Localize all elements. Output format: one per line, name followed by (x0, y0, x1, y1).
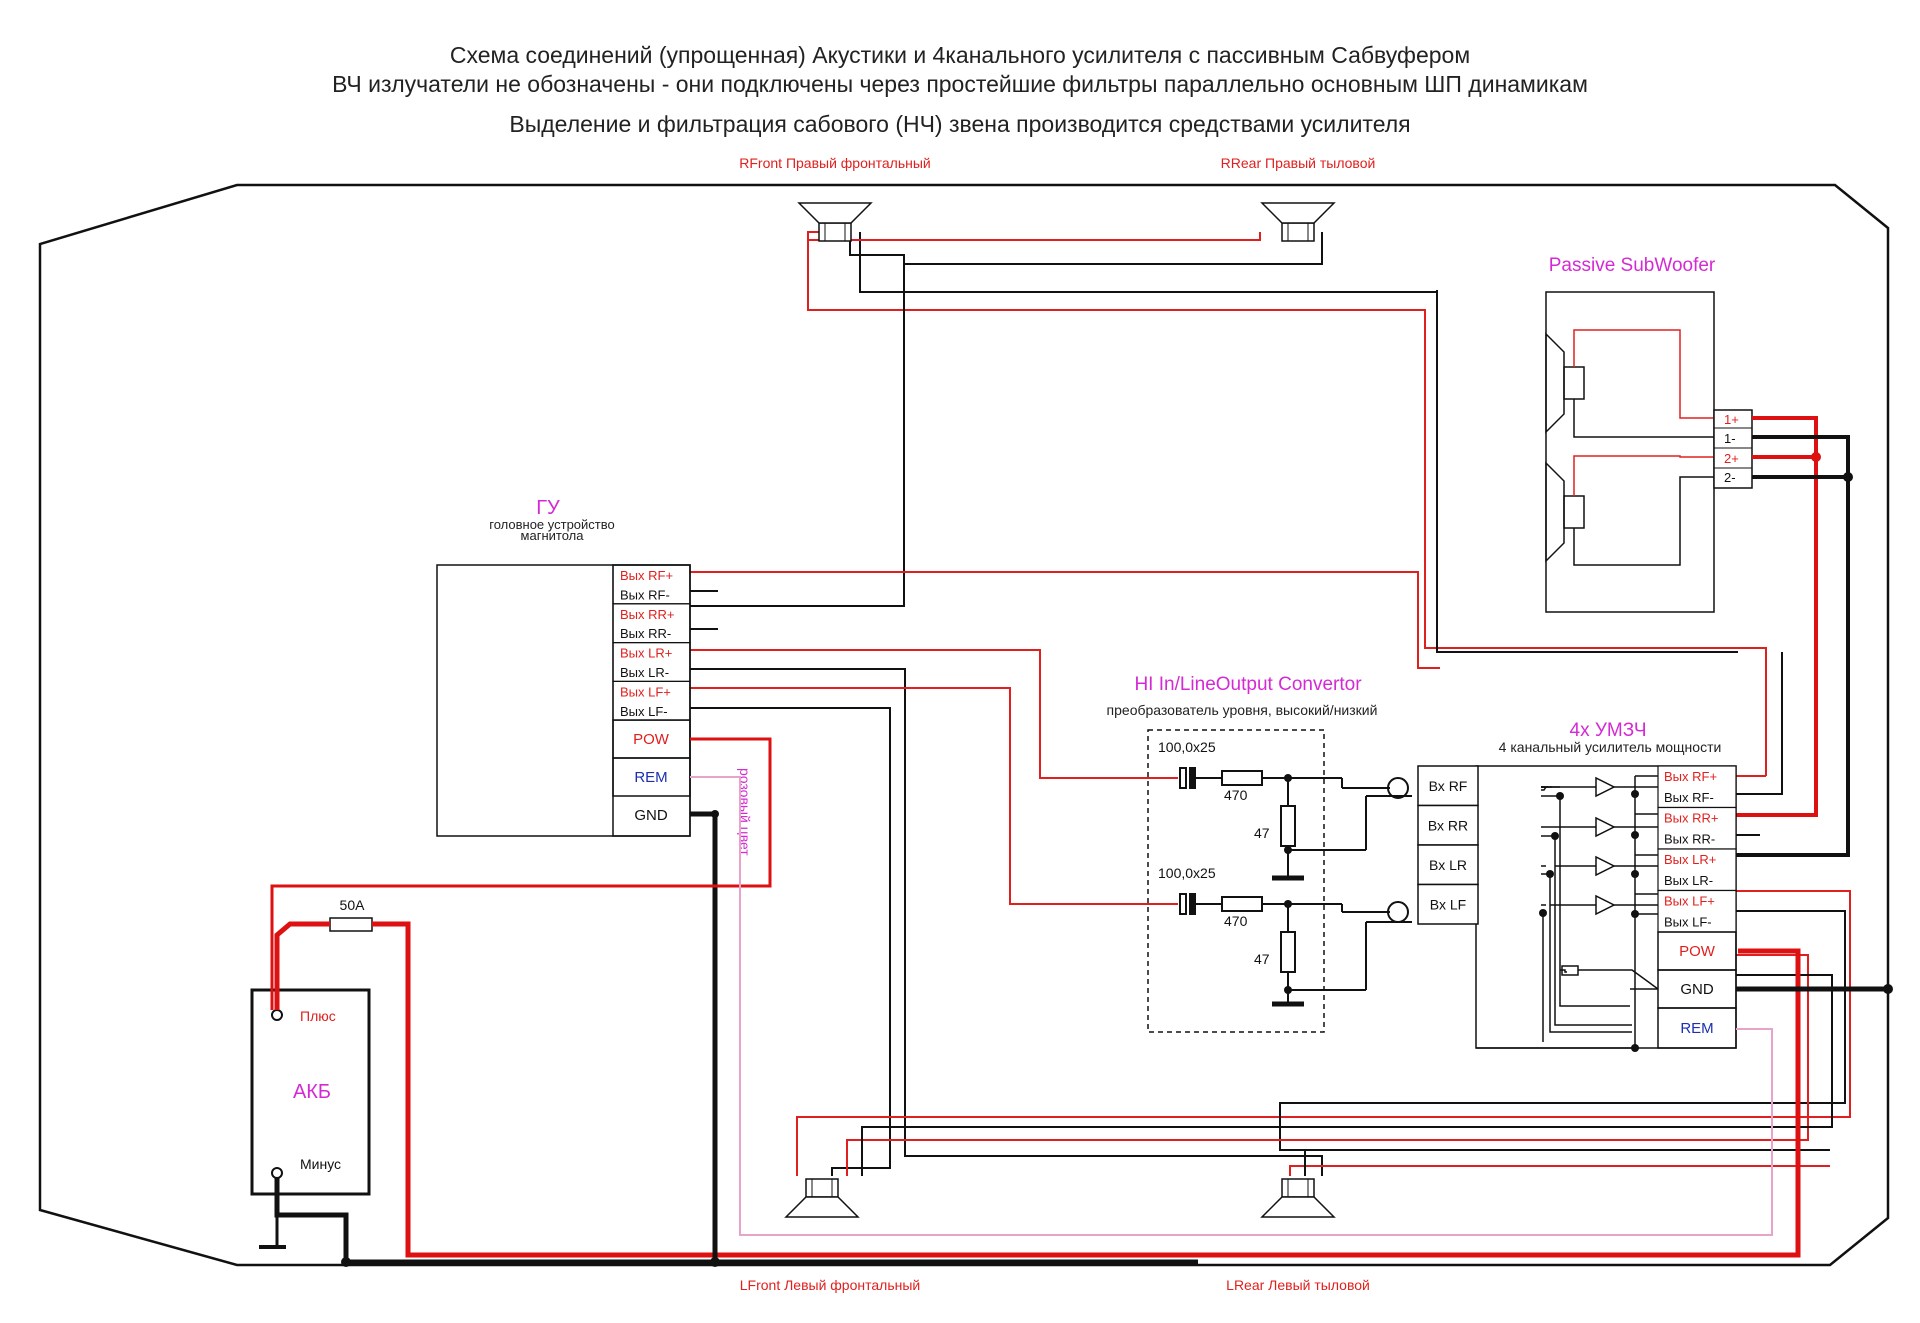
head-unit-output-label: Вых LR+ (620, 646, 672, 661)
sub-terminal-2plus: 2+ (1724, 451, 1739, 466)
fuse-label: 50A (340, 897, 366, 913)
amplifier-rem: REM (1680, 1020, 1713, 1037)
amplifier-input-label: Вх LF (1430, 897, 1466, 913)
amplifier-output-label: Вых RR- (1664, 831, 1715, 846)
amplifier-title: 4x УМЗЧ (1570, 720, 1647, 741)
amplifier-input-label: Вх RF (1429, 778, 1468, 794)
speaker-rrear-label: RRear Правый тыловой (1221, 155, 1376, 171)
subwoofer-title: Passive SubWoofer (1549, 255, 1716, 276)
speaker-lfront-label: LFront Левый фронтальный (740, 1277, 920, 1293)
speaker-lrear-label: LRear Левый тыловой (1226, 1277, 1370, 1293)
head-unit-pow: POW (633, 731, 670, 748)
amplifier-output-pair (1657, 889, 1737, 933)
head-unit: ГУ головное устройство магнитола Вых RF+… (436, 497, 753, 856)
head-unit-output-label: Вых RR+ (620, 607, 675, 622)
converter-r1-label: 470 (1224, 787, 1248, 803)
amplifier-gnd: GND (1680, 981, 1714, 998)
converter-subtitle: преобразователь уровня, высокий/низкий (1107, 702, 1378, 718)
amplifier-input-label: Вх RR (1428, 818, 1468, 834)
converter-cap1-label: 100,0x25 (1158, 739, 1216, 755)
converter-cap2-label: 100,0x25 (1158, 865, 1216, 881)
head-unit-rem: REM (634, 769, 667, 786)
converter-r4-label: 47 (1254, 951, 1270, 967)
battery: Плюс Минус АКБ (250, 988, 371, 1196)
converter-title: HI In/LineOutput Convertor (1134, 674, 1362, 695)
amplifier-output-label: Вых RF- (1664, 790, 1714, 805)
head-unit-output-label: Вых LR- (620, 665, 669, 680)
amplifier-output-pair (1657, 806, 1737, 850)
speaker-rfront: RFront Правый фронтальный (739, 155, 931, 242)
amplifier-output-label: Вых RR+ (1664, 811, 1719, 826)
speaker-rrear: RRear Правый тыловой (1221, 155, 1376, 242)
amplifier-input-label: Вх LR (1429, 857, 1467, 873)
battery-minus-label: Минус (300, 1156, 341, 1172)
head-unit-output-label: Вых LF- (620, 704, 668, 719)
fuse: 50A (329, 897, 373, 932)
head-unit-output-label: Вых RF- (620, 587, 670, 602)
head-unit-gnd: GND (634, 807, 668, 824)
sub-terminal-1plus: 1+ (1724, 412, 1739, 427)
diagram-title-line3: Выделение и фильтрация сабового (НЧ) зве… (509, 111, 1411, 137)
amplifier: 4x УМЗЧ 4 канальный усилитель мощности В… (1417, 720, 1737, 1052)
speaker-rfront-label: RFront Правый фронтальный (739, 155, 930, 171)
speaker-lfront: LFront Левый фронтальный (740, 1178, 920, 1293)
power-wires (274, 811, 1888, 1265)
diagram-title-line1: Схема соединений (упрощенная) Акустики и… (449, 42, 1471, 68)
car-body-outline (38, 183, 1890, 1267)
head-unit-title: ГУ (536, 497, 560, 519)
head-unit-output-label: Вых RR- (620, 626, 671, 641)
amplifier-output-label: Вых LR- (1664, 873, 1713, 888)
level-converter: HI In/LineOutput Convertor преобразовате… (1040, 674, 1412, 1033)
battery-plus-label: Плюс (300, 1008, 336, 1024)
amplifier-input-cell (1417, 844, 1479, 886)
sub-terminal-1minus: 1- (1724, 431, 1736, 446)
converter-r2-label: 47 (1254, 825, 1270, 841)
battery-title: АКБ (293, 1081, 331, 1103)
sub-terminal-2minus: 2- (1724, 470, 1736, 485)
passive-subwoofer: Passive SubWoofer 1+ 1- 2+ 2- (1545, 255, 1753, 613)
amplifier-subtitle: 4 канальный усилитель мощности (1499, 739, 1722, 755)
head-unit-subtitle2: магнитола (521, 528, 585, 543)
amplifier-output-label: Вых LR+ (1664, 852, 1716, 867)
amplifier-input-cell (1417, 765, 1479, 807)
speaker-wires (690, 231, 1851, 1176)
converter-r3-label: 470 (1224, 913, 1248, 929)
head-unit-output-label: Вых RF+ (620, 568, 673, 583)
diagram-title-line2: ВЧ излучатели не обозначены - они подклю… (332, 71, 1588, 97)
rem-wire (690, 776, 1773, 1236)
speaker-lrear: LRear Левый тыловой (1226, 1178, 1370, 1293)
head-unit-output-label: Вых LF+ (620, 684, 671, 699)
amplifier-output-label: Вых RF+ (1664, 769, 1717, 784)
amplifier-output-label: Вых LF- (1664, 914, 1712, 929)
amplifier-output-label: Вых LF+ (1664, 894, 1715, 909)
amplifier-output-pair (1657, 848, 1737, 892)
head-unit-subtitle1: головное устройство (489, 517, 615, 532)
amplifier-input-cell (1417, 883, 1479, 925)
subwoofer-wires (1736, 416, 1850, 857)
amplifier-pow: POW (1679, 943, 1716, 960)
